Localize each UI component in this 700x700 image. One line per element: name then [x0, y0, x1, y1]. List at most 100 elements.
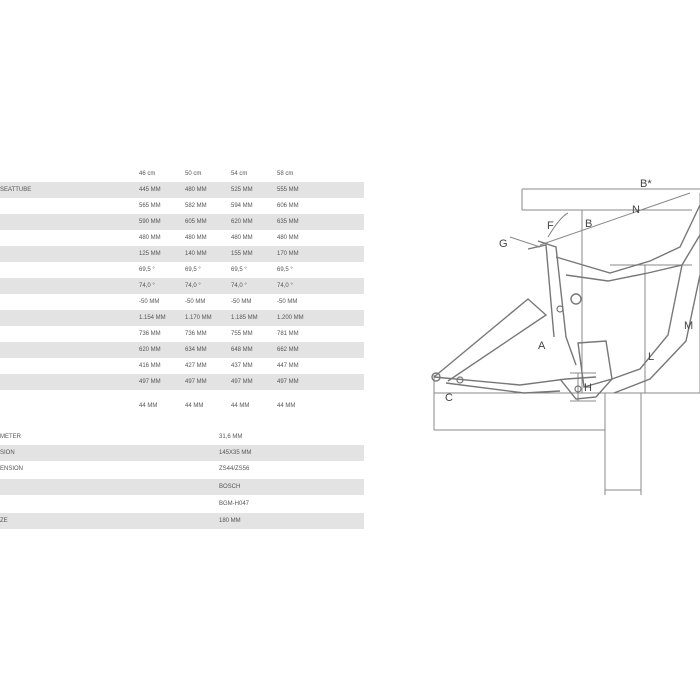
spec-value: ZS44/ZS56: [219, 466, 250, 472]
diagram-label-b: B: [585, 218, 592, 230]
row-value: 605 MM: [185, 219, 207, 225]
row-value: 606 MM: [277, 203, 299, 209]
geometry-table: 46 cm 50 cm 54 cm 58 cm SEATTUBE 445 MM …: [0, 168, 364, 529]
shock-mount-circle: [570, 293, 582, 305]
spec-row: METER 31,6 MM: [0, 429, 364, 445]
table-row: 74,0 ° 74,0 ° 74,0 ° 74,0 °: [0, 278, 364, 294]
row-label: SEATTUBE: [0, 187, 32, 193]
row-value: 74,0 °: [139, 283, 155, 289]
spec-value: 180 MM: [219, 518, 241, 524]
row-value: 427 MM: [185, 363, 207, 369]
top-tube-inner: [565, 234, 700, 282]
spec-row: ENSION ZS44/ZS56: [0, 461, 364, 477]
row-value: 480 MM: [277, 235, 299, 241]
row-value: 69,5 °: [231, 267, 247, 273]
row-value: 497 MM: [185, 379, 207, 385]
spec-row: SION 145X35 MM: [0, 445, 364, 461]
row-value: 69,5 °: [185, 267, 201, 273]
bottom-bracket-area: [559, 378, 613, 400]
bottom-bracket-circle: [574, 385, 582, 393]
seat-stay: [433, 298, 548, 382]
row-value: 497 MM: [277, 379, 299, 385]
rear-axle-circle: [431, 372, 441, 382]
dim-line-reach: [539, 192, 691, 246]
table-row: 480 MM 480 MM 480 MM 480 MM: [0, 230, 364, 246]
spec-row: BOSCH: [0, 479, 364, 495]
dim-line-g: [509, 236, 541, 248]
row-value: 662 MM: [277, 347, 299, 353]
spec-row: BGM-H047: [0, 496, 364, 512]
row-value: 125 MM: [139, 251, 161, 257]
table-row: 620 MM 634 MM 648 MM 662 MM: [0, 342, 364, 358]
row-value: 1.185 MM: [231, 315, 258, 321]
row-value: -50 MM: [139, 299, 160, 305]
row-value: 497 MM: [139, 379, 161, 385]
table-row: 590 MM 605 MM 620 MM 635 MM: [0, 214, 364, 230]
diagram-label-h: H: [584, 382, 592, 394]
table-row: 736 MM 736 MM 755 MM 781 MM: [0, 326, 364, 342]
row-value: 525 MM: [231, 187, 253, 193]
row-value: 648 MM: [231, 347, 253, 353]
spec-row: ZE 180 MM: [0, 513, 364, 529]
row-value: 480 MM: [185, 235, 207, 241]
row-value: 74,0 °: [185, 283, 201, 289]
row-value: 635 MM: [277, 219, 299, 225]
table-row: 416 MM 427 MM 437 MM 447 MM: [0, 358, 364, 374]
row-value: 480 MM: [231, 235, 253, 241]
row-value: 447 MM: [277, 363, 299, 369]
motor-housing: [577, 340, 613, 388]
row-value: 44 MM: [277, 403, 296, 409]
spec-value: BGM-H047: [219, 501, 250, 507]
row-value: 594 MM: [231, 203, 253, 209]
row-value: 44 MM: [231, 403, 250, 409]
row-value: 755 MM: [231, 331, 253, 337]
seat-tube-inner: [527, 244, 555, 338]
row-value: 155 MM: [231, 251, 253, 257]
spec-label: ENSION: [0, 466, 24, 472]
row-value: 69,5 °: [277, 267, 293, 273]
row-value: 736 MM: [139, 331, 161, 337]
row-value: 634 MM: [185, 347, 207, 353]
diagram-label-b-star: B*: [640, 178, 652, 190]
row-value: 1.200 MM: [277, 315, 304, 321]
row-value: 140 MM: [185, 251, 207, 257]
size-header: 58 cm: [277, 171, 294, 177]
chain-stay-lower: [445, 382, 561, 394]
frame-geometry-diagram: B* N B F G M A L H C: [400, 165, 700, 495]
size-header: 50 cm: [185, 171, 202, 177]
diagram-label-c: C: [445, 392, 453, 404]
row-value: 480 MM: [139, 235, 161, 241]
row-value: 565 MM: [139, 203, 161, 209]
row-value: 437 MM: [231, 363, 253, 369]
row-value: 1.154 MM: [139, 315, 166, 321]
seat-angle-arc: [547, 212, 569, 238]
row-value: 416 MM: [139, 363, 161, 369]
row-value: 74,0 °: [231, 283, 247, 289]
table-row: SEATTUBE 445 MM 480 MM 525 MM 555 MM: [0, 182, 364, 198]
row-value: 781 MM: [277, 331, 299, 337]
spec-value: BOSCH: [219, 484, 241, 490]
spec-label: ZE: [0, 518, 8, 524]
rear-pivot-circle: [456, 376, 464, 384]
frame-geometry-svg: B* N B F G M A L H C: [431, 178, 700, 495]
row-value: 582 MM: [185, 203, 207, 209]
diagram-label-l: L: [648, 351, 654, 363]
row-value: -50 MM: [231, 299, 252, 305]
chain-stay: [433, 376, 597, 386]
row-value: 445 MM: [139, 187, 161, 193]
diagram-label-f: F: [547, 220, 554, 232]
row-value: -50 MM: [277, 299, 298, 305]
size-header: 54 cm: [231, 171, 248, 177]
row-value: 497 MM: [231, 379, 253, 385]
size-header-row: 46 cm 50 cm 54 cm 58 cm: [0, 168, 364, 180]
size-header: 46 cm: [139, 171, 156, 177]
table-row: 44 MM 44 MM 44 MM 44 MM: [0, 398, 364, 414]
diagram-label-g: G: [499, 238, 508, 250]
row-value: -50 MM: [185, 299, 206, 305]
row-value: 480 MM: [185, 187, 207, 193]
table-row: 565 MM 582 MM 594 MM 606 MM: [0, 198, 364, 214]
table-row: 69,5 ° 69,5 ° 69,5 ° 69,5 °: [0, 262, 364, 278]
down-tube: [611, 264, 683, 380]
spec-value: 31,6 MM: [219, 434, 243, 440]
spec-label: METER: [0, 434, 21, 440]
